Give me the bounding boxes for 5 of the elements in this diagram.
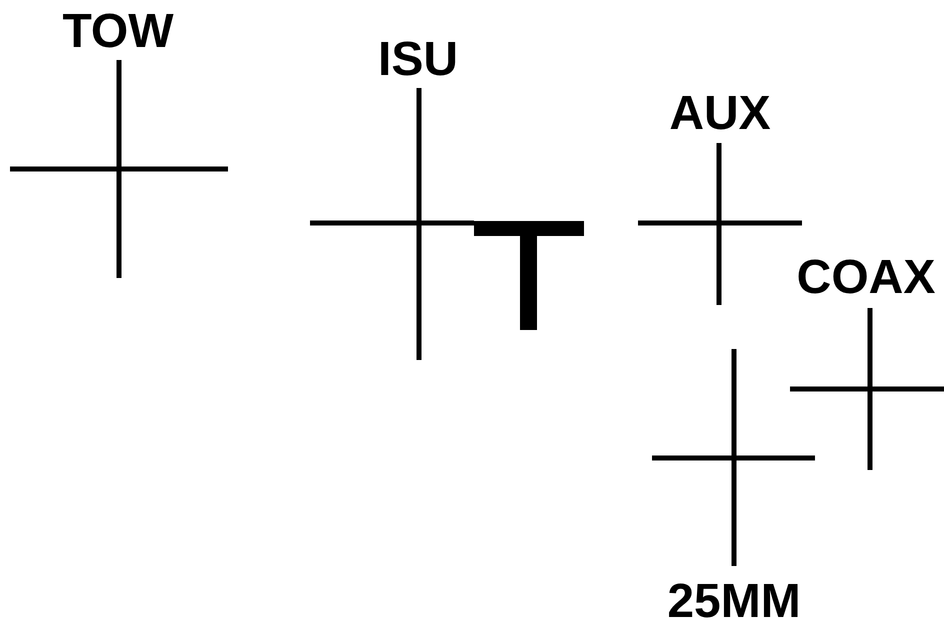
reticle-label: ISU	[378, 36, 458, 84]
reticle-label: TOW	[62, 8, 174, 56]
reticle-label: 25MM	[667, 578, 801, 624]
reticle-label: AUX	[669, 90, 771, 138]
reticle-label: COAX	[796, 254, 936, 302]
